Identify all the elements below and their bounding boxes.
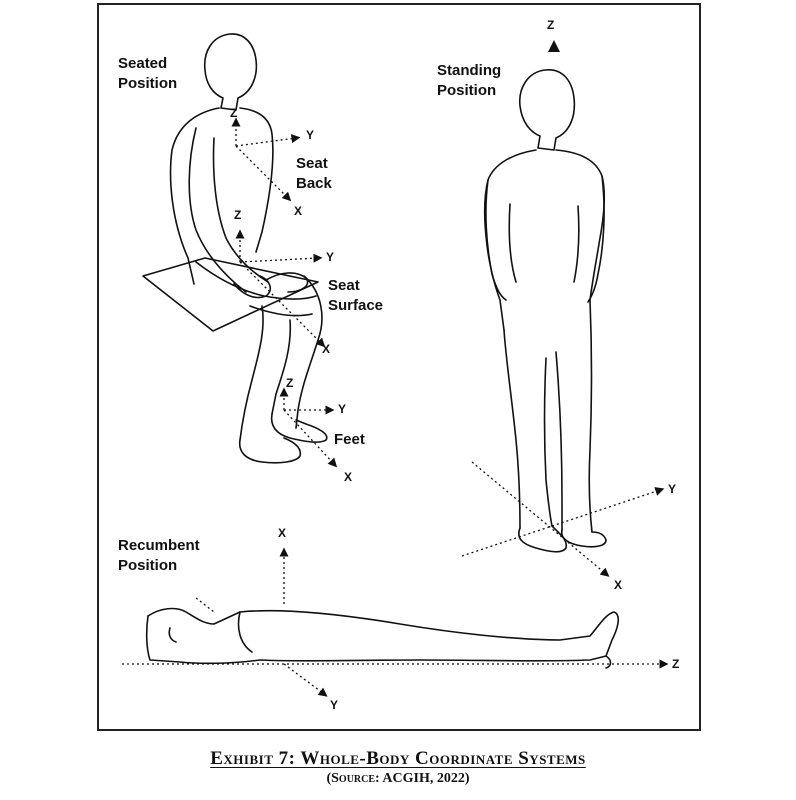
seat-plate bbox=[142, 257, 319, 332]
standing-z-label: Z bbox=[547, 18, 555, 32]
feet-x-label: X bbox=[344, 470, 353, 484]
seat-surface-x-label: X bbox=[322, 342, 331, 356]
axis-arrows bbox=[122, 117, 669, 697]
seated-position-label: Seated Position bbox=[118, 55, 178, 92]
recumbent-x-label: X bbox=[278, 526, 287, 540]
standing-y-label: Y bbox=[668, 482, 677, 496]
standing-x-label: X bbox=[614, 578, 623, 592]
seat-surface-y-label: Y bbox=[326, 250, 335, 264]
figure-frame bbox=[97, 3, 701, 731]
feet-y-label: Y bbox=[338, 402, 347, 416]
standing-figure bbox=[483, 69, 607, 553]
recumbent-figure bbox=[145, 607, 620, 669]
standing-position-label: Standing Position bbox=[437, 62, 502, 99]
caption-source: (Source: ACGIH, 2022) bbox=[326, 771, 470, 786]
feet-label: Feet bbox=[334, 431, 365, 448]
caption-title: Exhibit 7: Whole-Body Coordinate Systems bbox=[210, 748, 586, 769]
seat-surface-label: Seat Surface bbox=[328, 277, 384, 314]
seat-back-z-label: Z bbox=[230, 106, 238, 120]
feet-z-label: Z bbox=[286, 376, 294, 390]
seat-back-label: Seat Back bbox=[296, 155, 332, 192]
recumbent-z-label: Z bbox=[672, 657, 680, 671]
seated-figure bbox=[142, 33, 328, 464]
standing-z-arrow bbox=[548, 40, 560, 52]
seat-surface-z-label: Z bbox=[234, 208, 242, 222]
recumbent-position-label: Recumbent Position bbox=[118, 537, 200, 574]
seat-back-x-label: X bbox=[294, 204, 303, 218]
seat-back-y-label: Y bbox=[306, 128, 315, 142]
recumbent-y-label: Y bbox=[330, 698, 339, 712]
